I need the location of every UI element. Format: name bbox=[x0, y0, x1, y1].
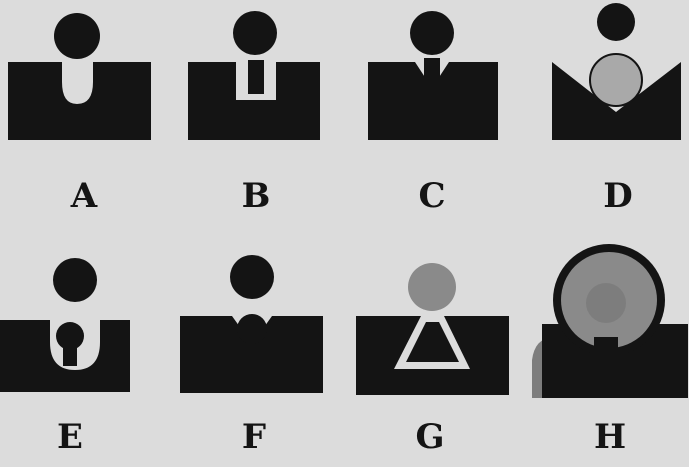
panel-f-sphere bbox=[230, 255, 274, 299]
panel-a bbox=[8, 13, 151, 140]
panel-f-small-ball bbox=[237, 314, 267, 344]
panel-h bbox=[532, 244, 688, 398]
panel-e bbox=[0, 258, 130, 392]
panel-h-slot bbox=[594, 337, 618, 350]
label-f: F bbox=[224, 417, 284, 457]
panel-d bbox=[552, 3, 681, 140]
panel-f bbox=[180, 255, 323, 393]
panel-b-pin bbox=[248, 60, 264, 94]
panel-d-ring bbox=[590, 54, 642, 106]
panel-c-pin bbox=[424, 58, 440, 90]
label-g: G bbox=[400, 417, 460, 457]
panel-h-inner-core bbox=[586, 283, 626, 323]
label-c: C bbox=[402, 176, 462, 216]
panel-c-sphere bbox=[410, 11, 454, 55]
panel-e-sphere bbox=[53, 258, 97, 302]
label-a: A bbox=[54, 176, 114, 216]
panel-g bbox=[356, 263, 509, 395]
panel-c bbox=[368, 11, 498, 140]
panel-b bbox=[188, 11, 320, 140]
panel-g-sphere bbox=[408, 263, 456, 311]
panel-d-top-sphere bbox=[597, 3, 635, 41]
panel-b-sphere bbox=[233, 11, 277, 55]
panel-a-block bbox=[8, 62, 151, 140]
label-e: E bbox=[40, 417, 100, 457]
label-d: D bbox=[588, 176, 648, 216]
panel-a-sphere bbox=[54, 13, 100, 59]
label-b: B bbox=[226, 176, 286, 216]
panel-e-stem bbox=[63, 340, 77, 366]
label-h: H bbox=[580, 417, 640, 457]
